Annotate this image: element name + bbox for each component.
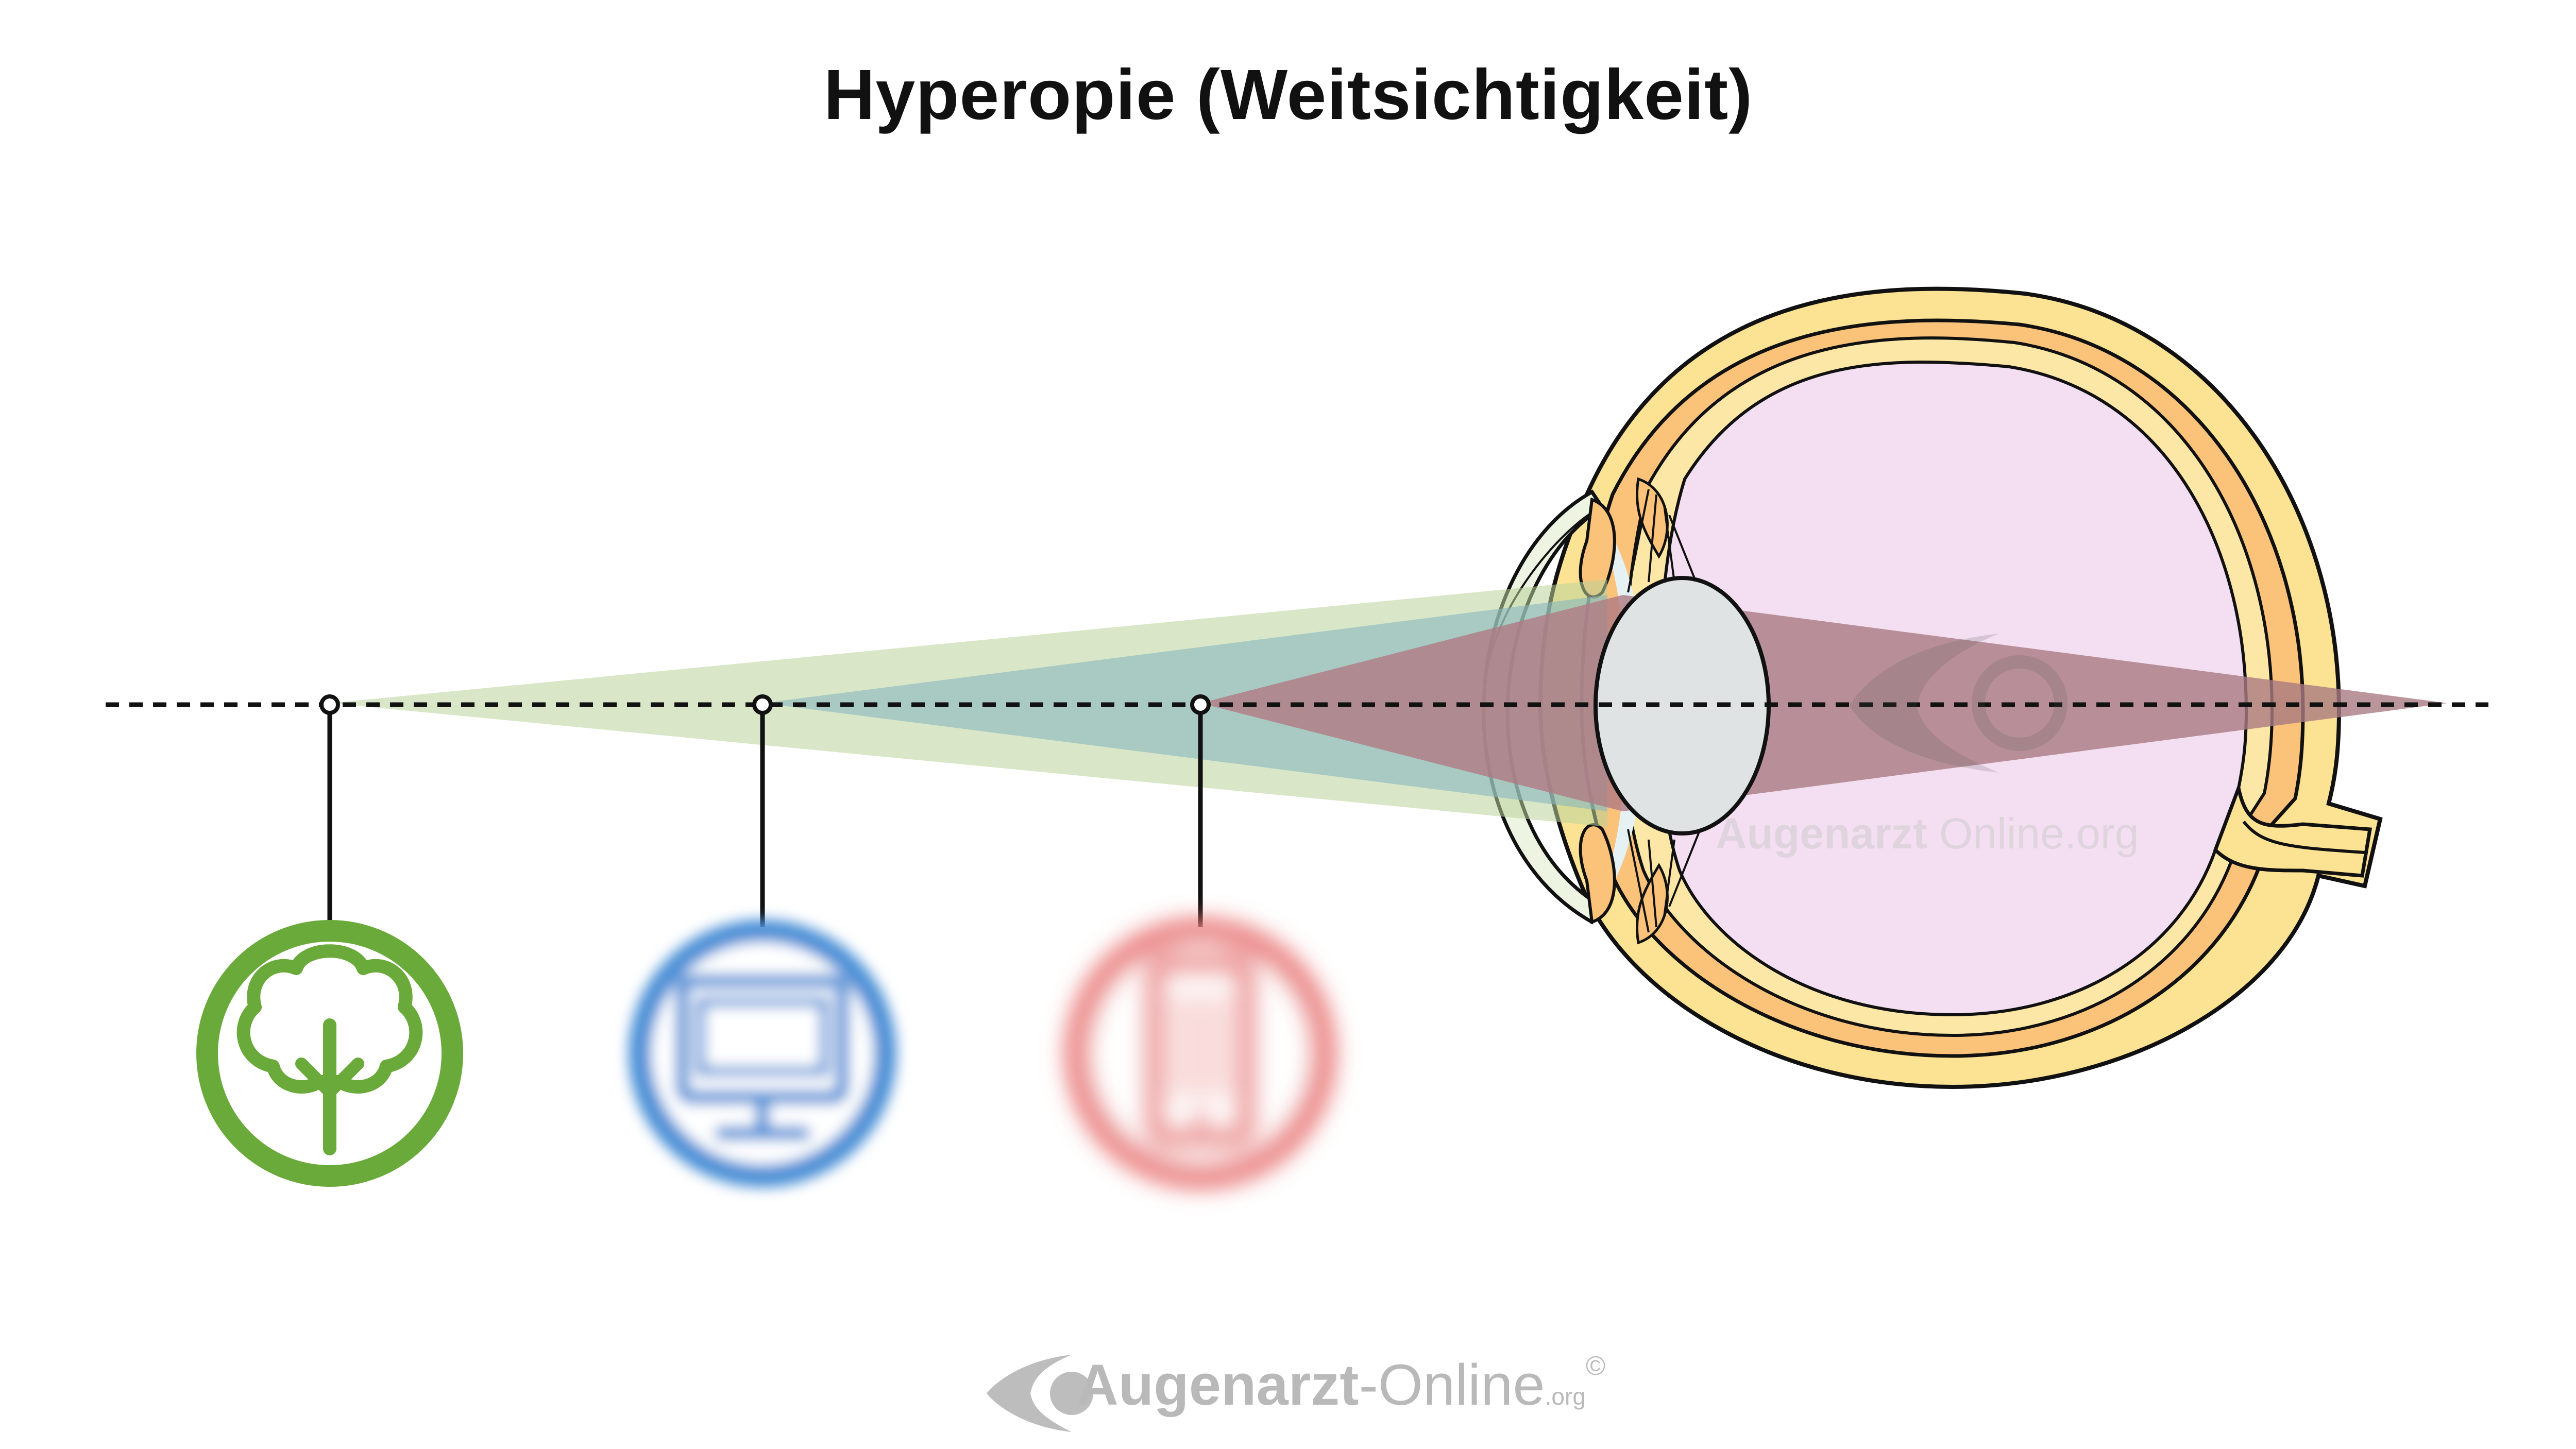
optic-nerve-sheath	[2242, 821, 2365, 854]
iris-and-ciliary-body	[1579, 477, 1701, 945]
object-markers	[319, 694, 1211, 927]
footer-brand: Augenarzt-Online.org©	[979, 1344, 1649, 1427]
optic-nerve	[2213, 781, 2372, 878]
footer-brand-bold: Augenarzt	[1077, 1353, 1359, 1417]
footer-brand-suffix: .org	[1545, 1383, 1586, 1410]
marker-monitor	[752, 694, 773, 715]
smartphone-icon	[1066, 919, 1335, 1188]
tree-icon	[196, 920, 463, 1187]
diagram-title: Hyperopie (Weitsichtigkeit)	[823, 55, 1753, 134]
footer-brand-text: Augenarzt-Online.org©	[1077, 1351, 1605, 1418]
ciliary-bottom	[1635, 863, 1669, 945]
monitor-icon	[629, 919, 896, 1187]
iris-bottom	[1579, 823, 1616, 925]
watermark-text: Augenarzt Online.org	[1716, 809, 2139, 859]
watermark-regular: Online.org	[1927, 809, 2139, 858]
footer-copyright: ©	[1585, 1351, 1606, 1381]
zonular-fibers	[1627, 489, 1701, 933]
watermark-bold: Augenarzt	[1716, 809, 1927, 858]
ciliary-top	[1635, 477, 1669, 559]
footer-logo-icon	[987, 1355, 1093, 1432]
marker-phone	[1190, 694, 1211, 715]
marker-tree	[319, 694, 340, 715]
footer-brand-regular: -Online	[1359, 1353, 1545, 1417]
watermark-logo	[1850, 634, 2067, 773]
